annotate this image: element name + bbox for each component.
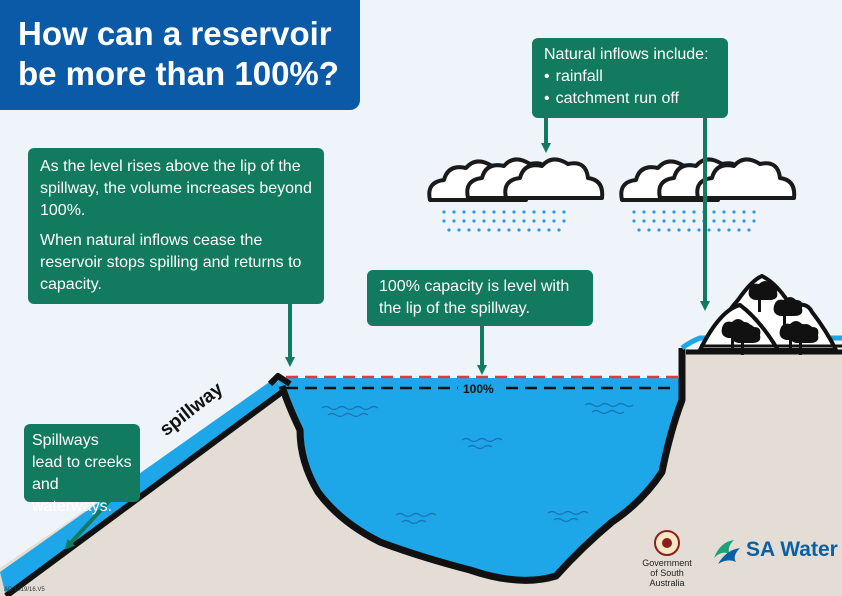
sa-water-logo: SA Water — [712, 534, 838, 570]
government-logo: Government of South Australia — [632, 530, 702, 588]
reservoir-basin-outline — [278, 348, 686, 584]
title-banner: How can a reservoir be more than 100%? — [0, 0, 360, 110]
callout-capacity: 100% capacity is level with the lip of t… — [367, 270, 593, 326]
arrow-icon — [64, 498, 112, 550]
callout-inflows-heading: Natural inflows include: — [544, 46, 709, 63]
government-line-1: Government — [642, 558, 692, 568]
sa-water-text: SA Water — [746, 538, 838, 561]
inflows-list: rainfall catchment run off — [544, 66, 716, 110]
callout-rise-paragraph-1: As the level rises above the lip of the … — [40, 158, 312, 219]
water-ripples — [321, 402, 634, 525]
title-line-1: How can a reservoir — [18, 15, 332, 52]
rain-icon — [632, 210, 756, 232]
cloud-icon — [619, 157, 797, 202]
callout-natural-inflows: Natural inflows include: rainfall catchm… — [532, 38, 728, 118]
title-line-2: be more than 100%? — [18, 55, 339, 92]
callout-rise-paragraph-2: When natural inflows cease the reservoir… — [40, 232, 302, 293]
rain-icon — [442, 210, 566, 232]
cloud-icon — [427, 157, 605, 202]
water-drop-icon — [714, 540, 740, 564]
reservoir-water — [276, 378, 680, 579]
inflow-item-rainfall: rainfall — [544, 66, 716, 88]
inflow-item-runoff: catchment run off — [544, 88, 716, 110]
crest-icon — [654, 530, 680, 556]
callout-capacity-text: 100% capacity is level with the lip of t… — [379, 278, 570, 317]
government-line-2: of South Australia — [649, 568, 685, 588]
document-code: AD.1019/16.V5 — [4, 587, 45, 593]
mountain-icon — [698, 274, 838, 355]
callout-level-rise: As the level rises above the lip of the … — [28, 148, 324, 304]
callout-spillways: Spillways lead to creeks and waterways. — [24, 424, 140, 515]
capacity-percent-label: 100% — [463, 382, 494, 396]
callout-spillways-text: Spillways lead to creeks and waterways. — [32, 432, 132, 515]
